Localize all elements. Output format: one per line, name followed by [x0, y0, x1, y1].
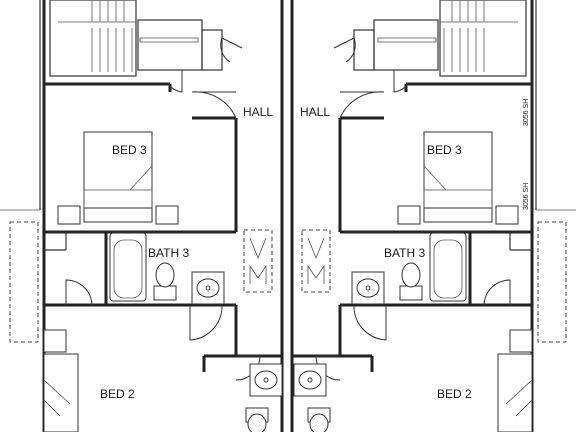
label-bed3-left: BED 3 [112, 143, 147, 157]
bed3-left-furniture [57, 131, 179, 225]
bed2-left-furniture [43, 329, 79, 432]
walls [39, 0, 537, 432]
window-bumpout-left [0, 209, 40, 343]
label-hall-right: HALL [300, 105, 330, 119]
hall-door-swings [65, 91, 511, 381]
hall-dashed-linen-left [243, 229, 273, 293]
bath3-right-fixtures [351, 232, 467, 305]
label-bath3-right: BATH 3 [384, 246, 425, 260]
stairs-left [49, 0, 243, 93]
lower-bath-fixtures [245, 363, 331, 432]
label-hall-left: HALL [243, 105, 273, 119]
bed3-right-furniture [397, 131, 519, 225]
bath3-left-fixtures [109, 232, 225, 305]
label-bed2-right: BED 2 [437, 387, 472, 401]
stairs-right [333, 0, 527, 93]
window-tag-upper: 3056 SH [523, 99, 530, 126]
label-bed2-left: BED 2 [100, 387, 135, 401]
bed2-right-furniture [497, 329, 533, 432]
window-bumpout-right [536, 209, 576, 343]
label-bed3-right: BED 3 [427, 143, 462, 157]
hall-dashed-linen-right [301, 229, 331, 293]
label-bath3-left: BATH 3 [148, 246, 189, 260]
window-tag-lower: 3056 SH [523, 183, 530, 210]
